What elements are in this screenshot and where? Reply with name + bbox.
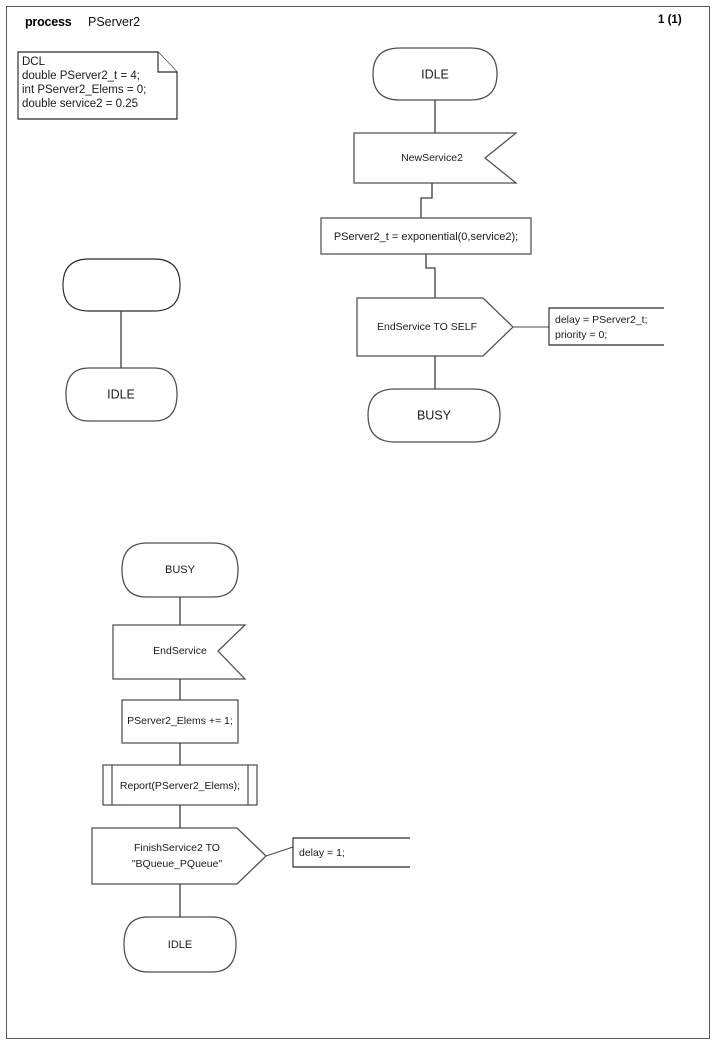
comment-finishservice2-line-0: delay = 1; [299, 847, 345, 859]
page-number: 1 (1) [658, 14, 682, 26]
task-elems-increment[interactable]: PServer2_Elems += 1; [121, 699, 239, 744]
task-pserver2-t[interactable]: PServer2_t = exponential(0,service2); [320, 217, 532, 255]
input-endservice-label: EndService [153, 645, 207, 657]
state-idle-orphan[interactable]: IDLE [65, 367, 178, 422]
state-busy[interactable]: BUSY [367, 388, 501, 443]
state-busy-start-label: BUSY [165, 564, 196, 576]
input-newservice2[interactable]: NewService2 [353, 132, 518, 184]
output-finishservice2-label-line1: FinishService2 TO [134, 842, 220, 854]
comment-endservice-self-line-1: priority = 0; [555, 329, 607, 341]
input-newservice2-label: NewService2 [401, 152, 463, 164]
process-keyword: process [25, 15, 72, 29]
state-idle-end[interactable]: IDLE [123, 916, 237, 973]
connector-newservice2-to-task [420, 183, 433, 218]
input-endservice[interactable]: EndService [112, 624, 247, 680]
task-elems-increment-label: PServer2_Elems += 1; [127, 715, 233, 727]
dcl-line-3: double service2 = 0.25 [22, 98, 138, 110]
output-endservice-to-self[interactable]: EndService TO SELF [356, 297, 514, 357]
state-idle-start-label: IDLE [421, 67, 449, 81]
state-idle-start[interactable]: IDLE [372, 47, 498, 101]
dcl-line-0: DCL [22, 56, 46, 68]
comment-endservice-self: delay = PServer2_t; priority = 0; [548, 307, 664, 346]
output-endservice-to-self-label: EndService TO SELF [377, 321, 477, 333]
comment-connector-finishservice2 [265, 846, 294, 857]
state-busy-start[interactable]: BUSY [121, 542, 239, 598]
comment-endservice-self-line-0: delay = PServer2_t; [555, 314, 648, 326]
state-idle-end-label: IDLE [168, 939, 192, 951]
process-name: PServer2 [88, 15, 141, 29]
state-busy-label: BUSY [417, 408, 452, 422]
dcl-line-2: int PServer2_Elems = 0; [22, 84, 146, 96]
start-symbol-empty[interactable] [62, 258, 181, 312]
task-pserver2-t-label: PServer2_t = exponential(0,service2); [334, 231, 518, 243]
procedure-report[interactable]: Report(PServer2_Elems); [102, 764, 258, 806]
output-finishservice2[interactable]: FinishService2 TO "BQueue_PQueue" [91, 827, 267, 885]
comment-finishservice2: delay = 1; [292, 837, 410, 868]
connector-task-to-endservice-self [425, 254, 436, 298]
procedure-report-label: Report(PServer2_Elems); [120, 780, 240, 792]
output-finishservice2-label-line2: "BQueue_PQueue" [132, 858, 223, 870]
dcl-box: DCL double PServer2_t = 4; int PServer2_… [17, 51, 178, 120]
state-idle-orphan-label: IDLE [107, 387, 135, 401]
dcl-line-1: double PServer2_t = 4; [22, 70, 140, 82]
